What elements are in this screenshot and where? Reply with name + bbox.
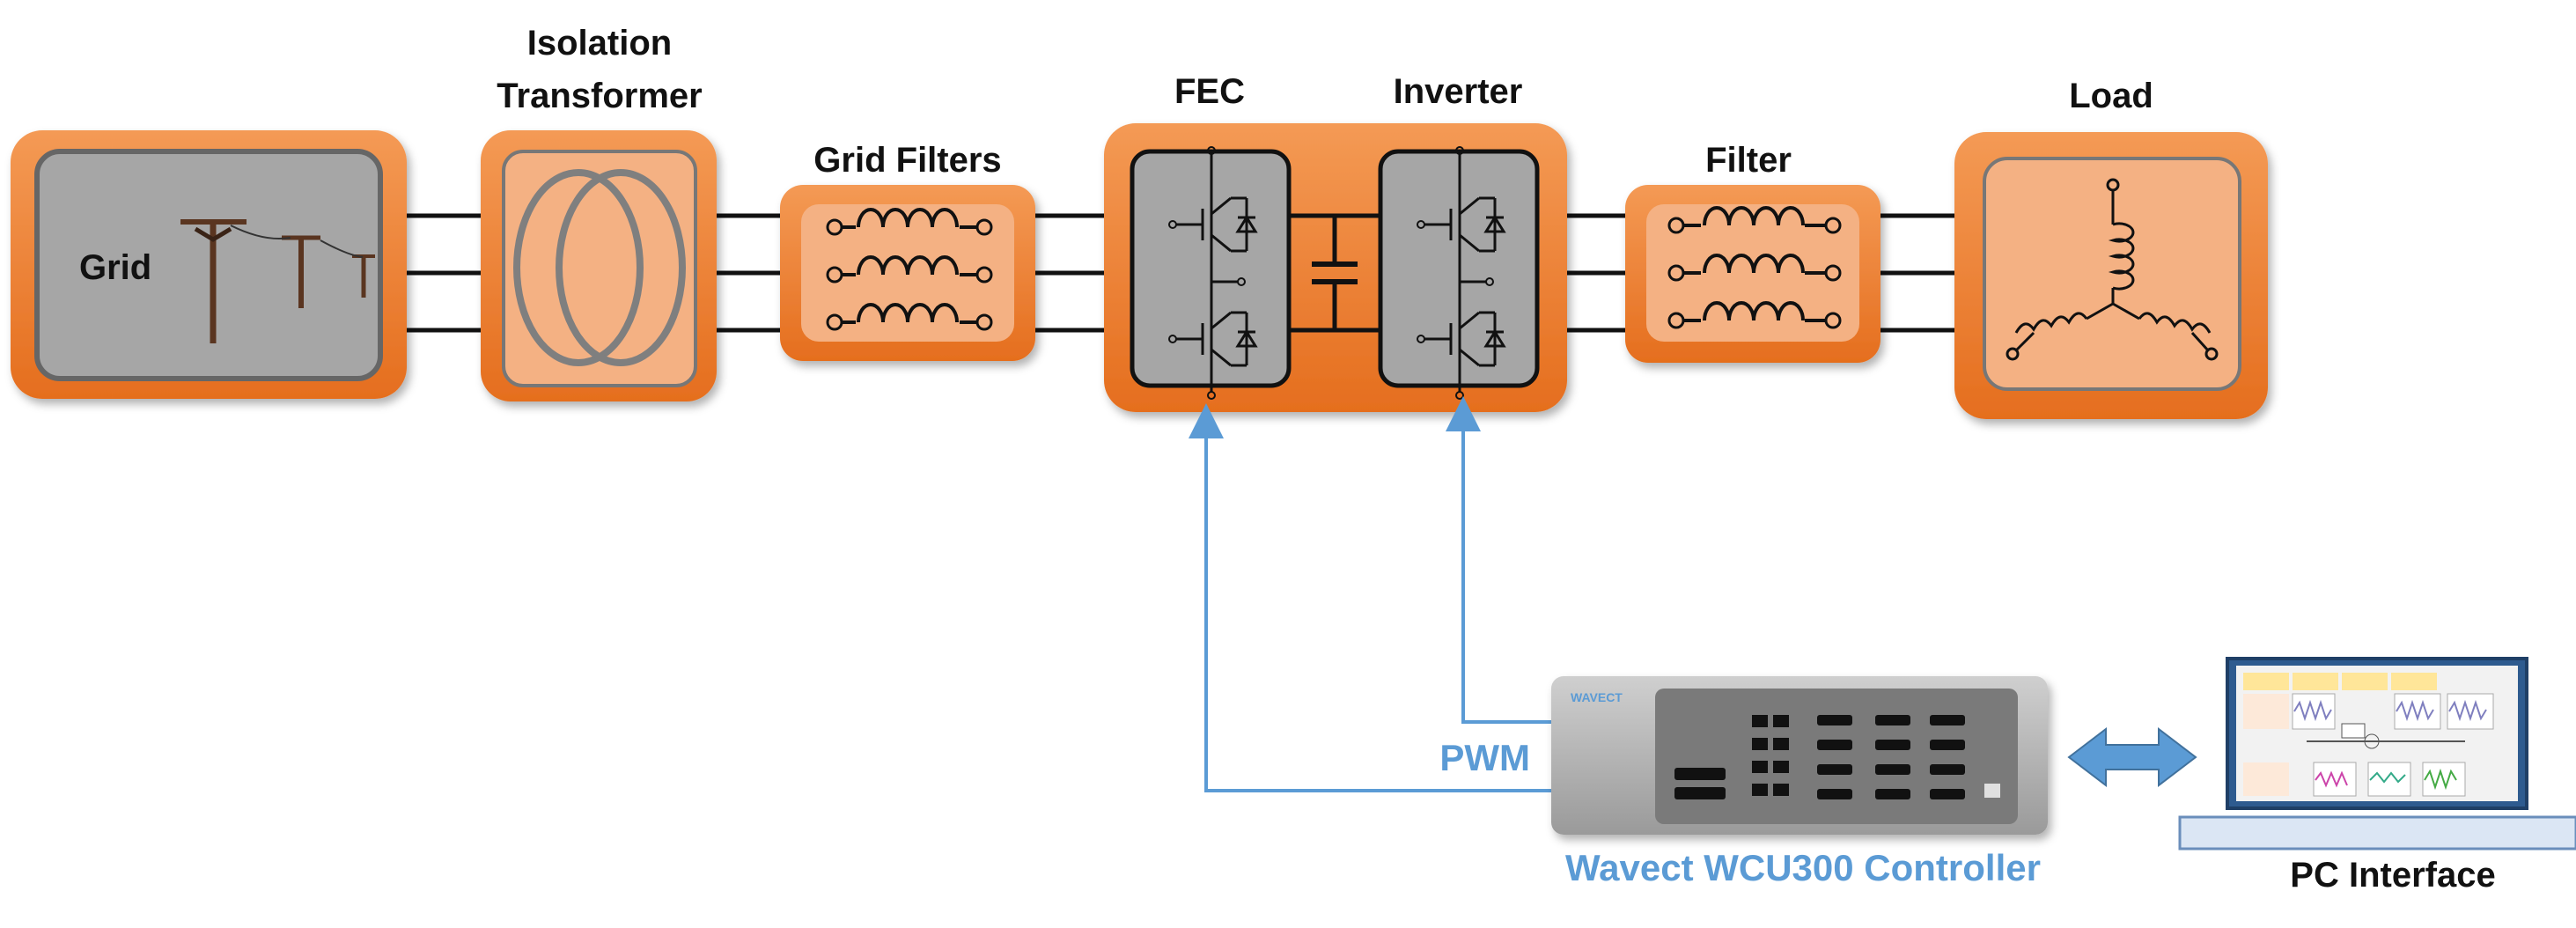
transformer-coils-icon [513, 169, 686, 366]
laptop-base [2178, 815, 2576, 851]
isolation-label-line1: Isolation [527, 24, 672, 63]
fec-label: FEC [1174, 72, 1245, 111]
load-label: Load [2069, 77, 2153, 115]
grid-filters-label: Grid Filters [813, 141, 1001, 180]
grid-block: Grid [11, 130, 407, 399]
controller-label: Wavect WCU300 Controller [1565, 847, 2041, 888]
grid-filters-block: Grid Filters [780, 141, 1035, 361]
connector-ports [1674, 715, 2000, 799]
monitor-screen [2226, 657, 2528, 810]
pc-interface-label: PC Interface [2290, 856, 2495, 895]
inductor-icon [826, 207, 993, 331]
controller-device: WAVECT Wavect WCU300 Controller [1551, 676, 2048, 888]
isolation-label-line2: Transformer [497, 77, 702, 115]
power-pole-icon [180, 219, 375, 343]
bidirectional-arrow-icon [2067, 726, 2197, 788]
wye-load-icon [2006, 178, 2219, 361]
capacitor-icon [1312, 216, 1358, 330]
filter-block: Filter [1625, 141, 1880, 363]
brand-logo: WAVECT [1571, 690, 1623, 704]
converter-block: FEC Inverter [1104, 72, 1567, 412]
load-block: Load [1954, 77, 2268, 419]
grid-label: Grid [79, 248, 151, 287]
inductor-icon [1667, 205, 1842, 329]
inverter-label: Inverter [1394, 72, 1523, 111]
isolation-transformer-block: Isolation Transformer [481, 24, 717, 401]
filter-label: Filter [1705, 141, 1792, 180]
pwm-label: PWM [1439, 737, 1530, 778]
pwm-signal-lines [1189, 396, 1551, 792]
pc-interface: PC Interface [2178, 657, 2576, 895]
